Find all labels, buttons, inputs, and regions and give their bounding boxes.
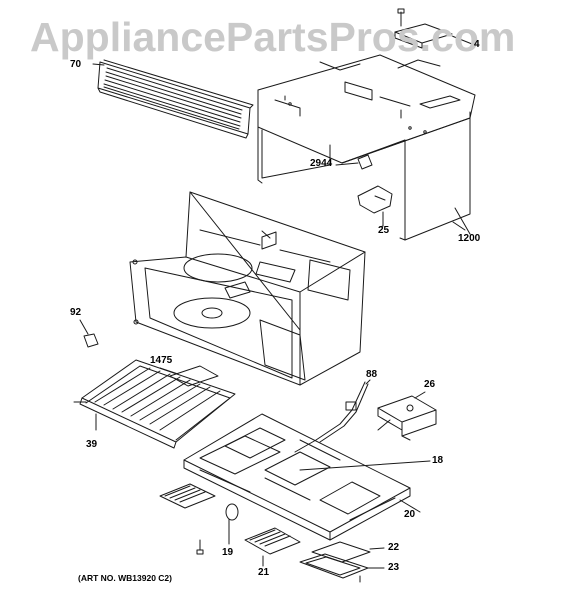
watermark-text: AppliancePartsPros.com <box>30 14 516 60</box>
leader-1200 <box>261 230 271 239</box>
leader-1200b <box>452 221 466 231</box>
oven-cavity[interactable] <box>129 191 366 386</box>
part-21-filter[interactable] <box>244 527 301 567</box>
label-1200: 1200 <box>458 233 481 244</box>
part-25-bracket[interactable] <box>357 185 393 227</box>
part-19-bulb[interactable] <box>196 503 239 555</box>
label-70: 70 <box>70 59 82 70</box>
part-23-cover[interactable] <box>299 553 385 583</box>
filter-left[interactable] <box>159 483 216 509</box>
label-39: 39 <box>86 439 98 450</box>
part-92-bumper[interactable] <box>79 319 99 348</box>
label-19: 19 <box>222 547 234 558</box>
label-20: 20 <box>404 509 416 520</box>
label-22: 22 <box>388 542 400 553</box>
label-92: 92 <box>70 307 82 318</box>
label-21: 21 <box>258 567 270 578</box>
part-2944-switch[interactable] <box>335 154 373 170</box>
label-23: 23 <box>388 562 400 573</box>
part-70-vent-grille[interactable] <box>92 59 254 139</box>
label-88: 88 <box>366 369 378 380</box>
part-4-bracket[interactable] <box>394 8 473 49</box>
part-39-rack[interactable] <box>73 359 236 449</box>
art-number: (ART NO. WB13920 C2) <box>78 573 172 583</box>
label-2944: 2944 <box>310 158 333 169</box>
leader-26 <box>414 391 426 399</box>
label-4: 4 <box>474 39 480 50</box>
label-26: 26 <box>424 379 436 390</box>
leader-88 <box>365 379 371 385</box>
part-22-lens[interactable] <box>311 541 385 563</box>
part-20-bottom-plate[interactable] <box>183 413 421 541</box>
part-88-harness[interactable] <box>294 381 369 453</box>
part-1200-outer-case[interactable] <box>257 54 476 241</box>
label-1475: 1475 <box>150 355 173 366</box>
leader-25 <box>379 225 384 228</box>
part-26-cover[interactable] <box>377 395 437 441</box>
label-25: 25 <box>378 225 390 236</box>
label-18: 18 <box>432 455 444 466</box>
part-18-leader <box>299 460 431 471</box>
